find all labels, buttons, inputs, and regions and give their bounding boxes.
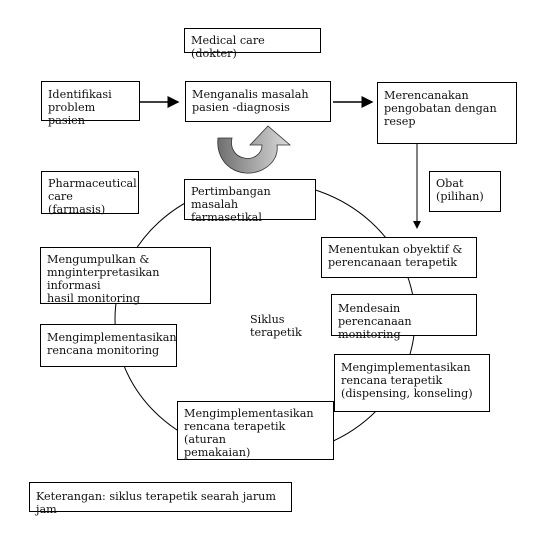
implementasi-aturan-box: Mengimplementasikan rencana terapetik (a… — [177, 401, 334, 460]
merencanakan-box: Merencanakan pengobatan dengan resep — [377, 82, 517, 144]
mendesain-box: Mendesain perencanaan monitoring — [331, 294, 477, 341]
siklus-terapetik-label: Siklus terapetik — [250, 313, 302, 339]
menentukan-box: Menentukan obyektif & perencanaan terape… — [321, 237, 477, 278]
loop-arrow-icon — [217, 125, 292, 174]
keterangan-box: Keterangan: siklus terapetik searah jaru… — [29, 482, 292, 516]
mengumpulkan-box: Mengumpulkan & mnginterpretasikan inform… — [40, 247, 211, 305]
obat-box: Obat (pilihan) — [429, 171, 501, 212]
identifikasi-box: Identifikasi problem pasien — [41, 81, 140, 127]
implementasi-monitoring-box: Mengimplementasikan rencana monitoring — [40, 324, 177, 367]
implementasi-terapetik-box: Mengimplementasikan rencana terapetik (d… — [334, 354, 490, 412]
medical-care-box: Medical care (dokter) — [184, 28, 321, 60]
pharmaceutical-box: Pharmaceutical care (farmasis) — [41, 171, 139, 216]
pertimbangan-box: Pertimbangan masalah farmasetikal — [184, 179, 316, 224]
menganalis-box: Menganalis masalah pasien -diagnosis — [185, 81, 331, 122]
